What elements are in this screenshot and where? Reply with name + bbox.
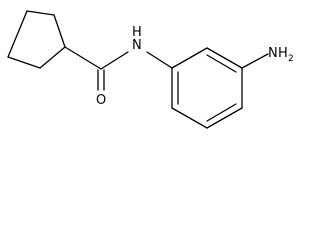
bond-benzene-5 — [171, 107, 208, 129]
atom-amide-n-hydrogen: H — [132, 25, 142, 40]
atom-amide-n-symbol: N — [132, 38, 142, 53]
bond-benzene-inner-2 — [206, 103, 237, 122]
bond-benzene-4 — [206, 107, 243, 129]
atom-amine-n-symbol: N — [268, 46, 278, 61]
atom-amine-hydrogen: H — [278, 46, 288, 61]
bond-ring-carbonyl — [64, 46, 102, 70]
atom-amide-nh: N H — [132, 25, 142, 53]
bond-benzene-inner-1 — [206, 54, 237, 73]
bond-ring-1 — [26, 10, 55, 16]
structure-svg: N H O N H 2 — [7, 10, 294, 129]
bond-carbonyl-n — [100, 51, 129, 70]
bond-ring-2 — [53, 14, 66, 48]
atom-carbonyl-o: O — [96, 93, 106, 108]
bond-n-phenyl — [146, 51, 173, 69]
atom-amine-h-count: 2 — [288, 54, 294, 64]
bond-ring-5 — [7, 10, 28, 58]
bond-benzene-1 — [171, 47, 208, 69]
atom-amine-nh2: N H 2 — [268, 46, 294, 64]
bond-ring-4 — [7, 56, 41, 69]
bond-ring-3 — [39, 46, 66, 69]
bond-phenyl-amine — [241, 53, 269, 69]
bond-benzene-2 — [206, 47, 243, 69]
molecule-drawing: N H O N H 2 — [7, 10, 294, 129]
